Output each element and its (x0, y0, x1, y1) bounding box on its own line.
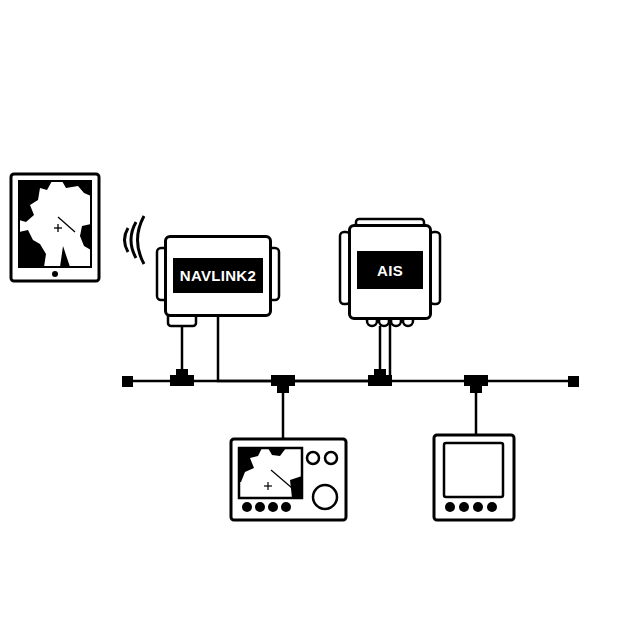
network-cable (218, 317, 390, 381)
label-band: AIS (357, 251, 423, 289)
device-label: AIS (377, 262, 403, 279)
ais-box: AIS (348, 224, 432, 320)
label-band: NAVLINK2 (173, 258, 263, 293)
device-label: NAVLINK2 (180, 267, 256, 284)
gateway-box: NAVLINK2 (164, 235, 272, 317)
